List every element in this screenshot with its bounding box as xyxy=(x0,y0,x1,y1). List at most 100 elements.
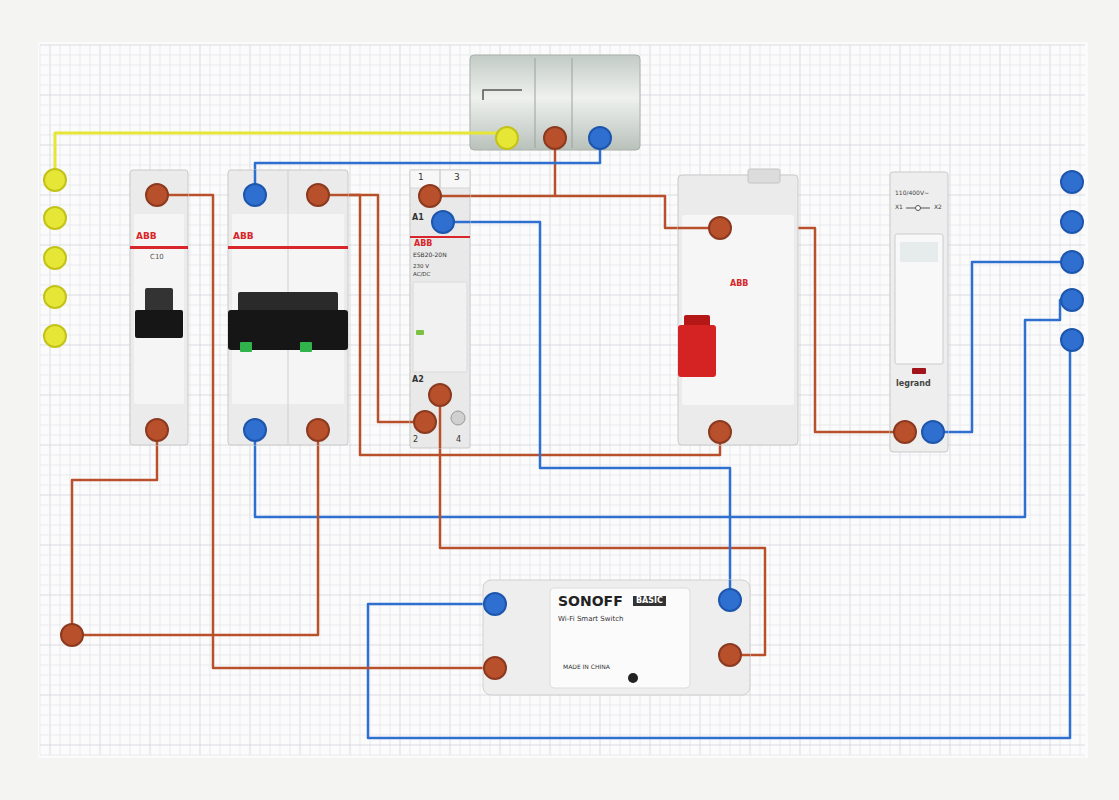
terminal-dot xyxy=(484,593,506,615)
grid-line xyxy=(830,45,831,755)
grid-line xyxy=(40,545,1085,546)
grid-line xyxy=(1060,45,1061,755)
grid-line xyxy=(200,45,201,755)
grid-line xyxy=(40,495,1085,496)
indicator-tab xyxy=(240,342,252,352)
grid-line xyxy=(90,45,91,755)
grid-line xyxy=(110,45,111,755)
terminal-dot xyxy=(1061,211,1083,233)
grid-line xyxy=(960,45,961,755)
terminal-dot xyxy=(1061,251,1083,273)
wire xyxy=(948,262,1072,432)
grid-line xyxy=(40,745,1085,746)
device-label: BASIC xyxy=(633,596,666,606)
lever xyxy=(678,325,716,377)
grid-line xyxy=(40,465,1085,466)
device-label: ABB xyxy=(233,232,254,242)
terminal-block xyxy=(470,55,640,150)
smart-switch: SONOFFBASICWi-Fi Smart SwitchMADE IN CHI… xyxy=(483,580,750,695)
device-illustration xyxy=(228,170,348,445)
terminal-dot xyxy=(414,411,436,433)
grid-line xyxy=(190,45,191,755)
brand-band xyxy=(228,246,348,249)
circuit-breaker: ABBC10 xyxy=(130,170,188,445)
grid-line xyxy=(1080,45,1081,755)
grid-line xyxy=(220,45,221,755)
brand-band xyxy=(410,236,470,238)
terminal-dot xyxy=(44,247,66,269)
grid-line xyxy=(40,705,1085,706)
grid-line xyxy=(40,165,1085,166)
double-breaker: ABB xyxy=(228,170,348,445)
device-label: 230 V xyxy=(413,263,429,269)
switch-disconnector: ABB xyxy=(678,175,798,445)
label-plate xyxy=(550,588,690,688)
grid-line xyxy=(880,45,881,755)
grid-line xyxy=(80,45,81,755)
lamp-window xyxy=(900,242,938,262)
grid-line xyxy=(990,45,991,755)
grid-line xyxy=(120,45,121,755)
terminal-dot xyxy=(589,127,611,149)
grid-line xyxy=(40,555,1085,556)
terminal-dot xyxy=(709,421,731,443)
grid-line xyxy=(390,45,391,755)
device-label: X1 xyxy=(895,204,903,211)
grid-line xyxy=(70,45,71,755)
terminal-dot xyxy=(894,421,916,443)
terminal-dot xyxy=(419,185,441,207)
device-label: ABB xyxy=(414,240,432,249)
device-label: 3 xyxy=(454,173,460,183)
terminal-dot xyxy=(1061,289,1083,311)
grid-line xyxy=(950,45,951,755)
grid-line xyxy=(40,535,1085,536)
terminal-dot xyxy=(61,624,83,646)
device-illustration xyxy=(410,170,470,448)
grid-line xyxy=(40,475,1085,476)
grid-line xyxy=(40,45,41,755)
grid-line xyxy=(400,45,401,755)
grid-line xyxy=(800,45,801,755)
grid-line xyxy=(860,45,861,755)
device-body xyxy=(678,175,798,445)
terminal-dot xyxy=(44,325,66,347)
wire xyxy=(72,445,318,635)
wire xyxy=(798,228,890,432)
device-body xyxy=(410,170,470,188)
grid-line xyxy=(820,45,821,755)
terminal-dot xyxy=(719,589,741,611)
terminal-dot xyxy=(307,419,329,441)
pole-divider xyxy=(440,170,441,188)
grid-line xyxy=(980,45,981,755)
lamp-lens xyxy=(912,368,926,374)
grid-line xyxy=(350,45,351,755)
paper xyxy=(38,42,1088,758)
grid-line xyxy=(840,45,841,755)
device-label: C10 xyxy=(150,254,164,262)
grid-line xyxy=(810,45,811,755)
device-label: X2 xyxy=(934,204,942,211)
lamp-window xyxy=(895,234,943,364)
terminal-dot xyxy=(146,419,168,441)
grid-line xyxy=(1000,45,1001,755)
device-label: AC/DC xyxy=(413,271,430,277)
device-label: SONOFF xyxy=(558,594,623,609)
grid-line xyxy=(50,45,51,755)
screw xyxy=(451,411,465,425)
terminal-dot xyxy=(307,184,329,206)
grid-line xyxy=(40,755,1085,756)
grid-line xyxy=(480,45,481,755)
terminal-dot xyxy=(432,211,454,233)
grid-line xyxy=(40,715,1085,716)
device-body xyxy=(413,282,467,372)
terminal-dot xyxy=(496,127,518,149)
device-label: 4 xyxy=(456,436,461,445)
grid xyxy=(40,45,1085,755)
indicator-lamp: 110/400V~X1X2legrand xyxy=(890,172,948,452)
grid-line xyxy=(970,45,971,755)
device-label: 110/400V~ xyxy=(895,190,929,197)
grid-line xyxy=(40,505,1085,506)
terminal-dot xyxy=(1061,329,1083,351)
toggle xyxy=(238,292,338,312)
